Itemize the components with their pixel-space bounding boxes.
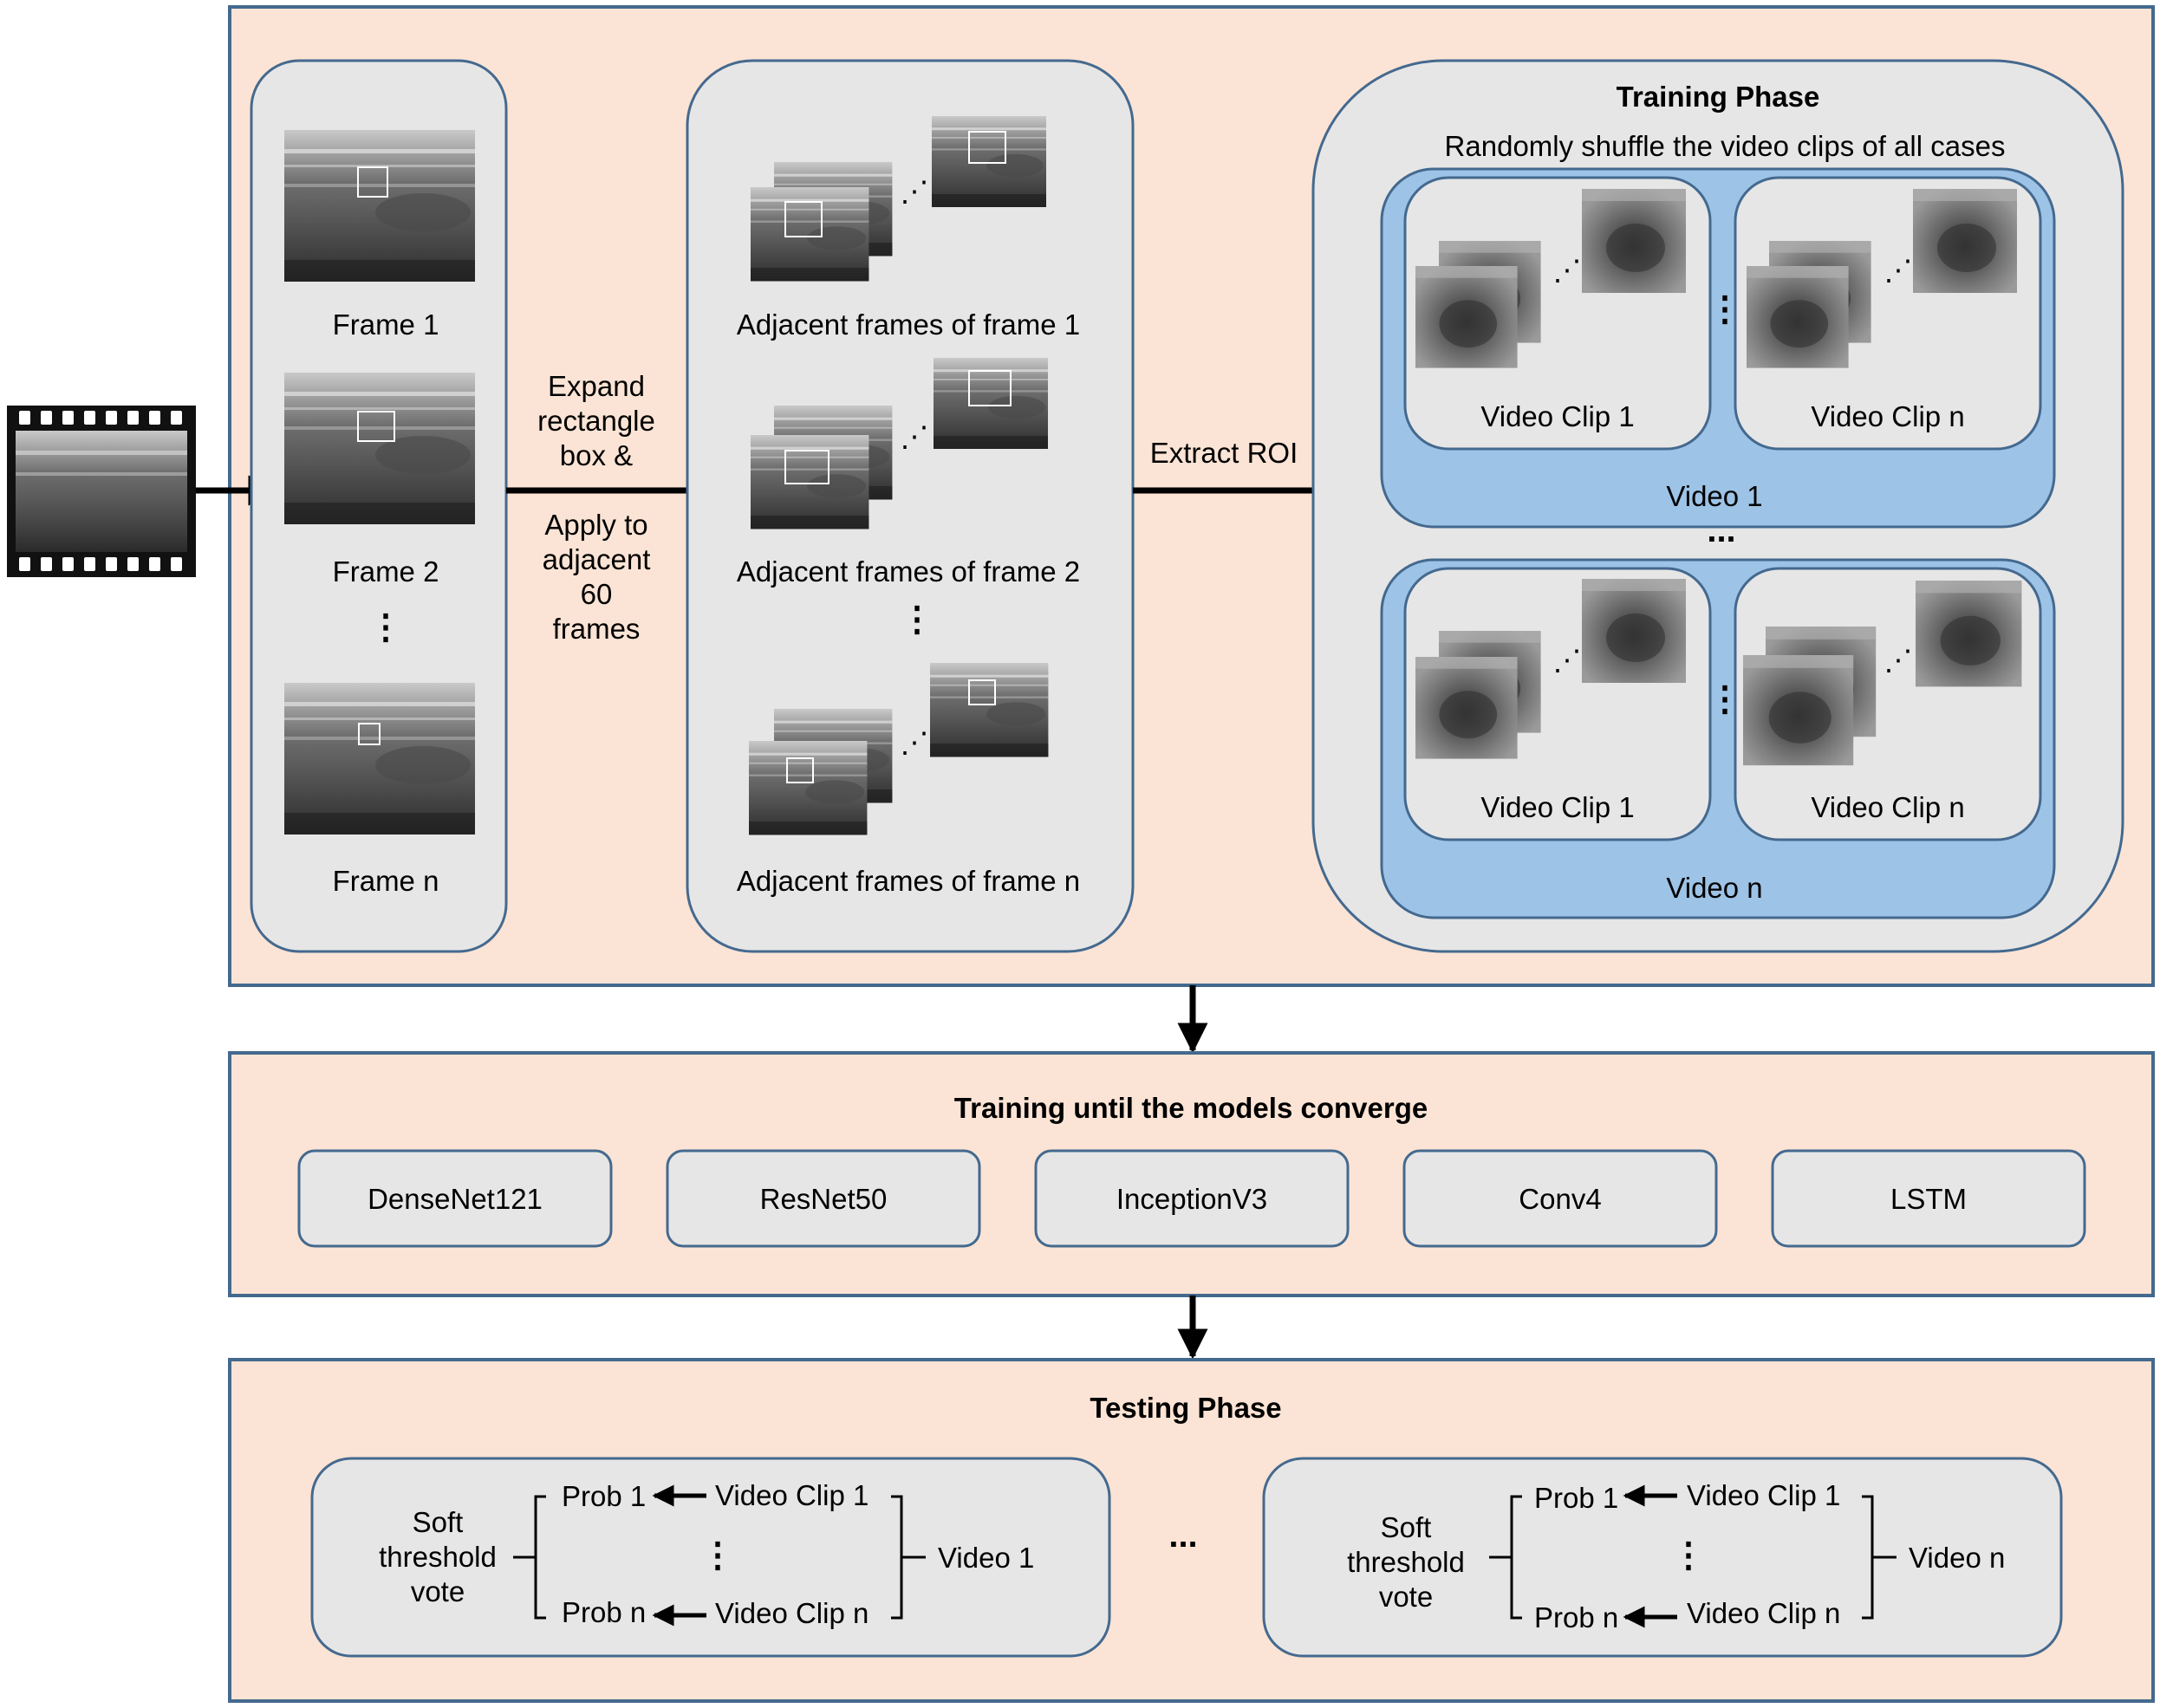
model-label: DenseNet121 (368, 1183, 543, 1215)
clip-1-label-n: Video Clip 1 (1687, 1479, 1840, 1511)
clip-n-label-1: Video Clip n (715, 1597, 869, 1629)
apply-label-line3: 60 (581, 578, 613, 610)
film-hole (171, 411, 182, 425)
video-n-label: Video n (1666, 872, 1762, 904)
prob-n-label-n: Prob n (1534, 1601, 1618, 1633)
frame-n-label: Frame n (333, 865, 439, 897)
video-n-clip-n-label: Video Clip n (1811, 791, 1964, 823)
adjacent-group-n-images: ⋰ (749, 663, 1049, 835)
film-hole (171, 557, 182, 571)
clip-n-label-n: Video Clip n (1687, 1597, 1840, 1629)
video-label-test-n: Video n (1909, 1542, 2005, 1574)
frame-1-image (284, 130, 475, 282)
model-box (1771, 1149, 2086, 1248)
vote-label-n-line1: Soft (1381, 1511, 1432, 1543)
film-hole (62, 557, 74, 571)
clip-ellipsis-n: ⋮ (1671, 1536, 1706, 1575)
apply-label-line4: frames (553, 613, 641, 645)
adjacent-group-2-label: Adjacent frames of frame 2 (737, 555, 1080, 588)
frame-2-image (284, 373, 475, 524)
video-label-test-1: Video 1 (938, 1542, 1034, 1574)
clip-1-label-1: Video Clip 1 (715, 1479, 869, 1511)
frame-1-label: Frame 1 (333, 308, 439, 341)
model-label: Conv4 (1519, 1183, 1601, 1215)
model-label: InceptionV3 (1116, 1183, 1267, 1215)
film-hole (127, 557, 139, 571)
svg-text:⋰: ⋰ (901, 726, 929, 758)
video-1-clip-n-label: Video Clip n (1811, 400, 1964, 432)
svg-text:⋰: ⋰ (1884, 644, 1913, 676)
video-n-clip-1-label: Video Clip 1 (1480, 791, 1634, 823)
vote-label-1-line3: vote (411, 1575, 465, 1607)
video-n-clip-n-images: ⋰ (1743, 581, 2022, 766)
film-hole (41, 557, 52, 571)
film-hole (149, 411, 160, 425)
frame-n-image (284, 683, 475, 835)
svg-text:⋰: ⋰ (1884, 254, 1913, 286)
training-models-title: Training until the models converge (954, 1092, 1428, 1124)
videos-ellipsis: ... (1707, 511, 1735, 549)
testing-group-n: Soft threshold vote Prob 1 Prob n Video … (1262, 1457, 2063, 1658)
testing-group-1: Soft threshold vote Prob 1 Prob n Video … (310, 1457, 1111, 1658)
video-1-clip-1-label: Video Clip 1 (1480, 400, 1634, 432)
model-box (666, 1149, 981, 1248)
testing-phase-title: Testing Phase (1090, 1392, 1281, 1424)
prob-n-label-1: Prob n (562, 1596, 646, 1628)
vote-label-1-line2: threshold (379, 1541, 497, 1573)
expand-label-line3: box & (560, 439, 633, 471)
film-hole (19, 557, 30, 571)
prob-1-label-1: Prob 1 (562, 1480, 646, 1512)
frame-2-label: Frame 2 (333, 555, 439, 588)
extract-roi-label: Extract ROI (1150, 437, 1298, 469)
expand-label-line2: rectangle (537, 405, 655, 437)
film-hole (127, 411, 139, 425)
video-1-clip-1-images: ⋰ (1415, 189, 1686, 368)
video-1-label: Video 1 (1666, 480, 1762, 512)
film-hole (106, 557, 117, 571)
clip-ellipsis-1: ⋮ (700, 1536, 735, 1575)
svg-text:⋰: ⋰ (901, 420, 929, 452)
svg-text:⋰: ⋰ (901, 175, 929, 207)
testing-groups-ellipsis: ... (1168, 1516, 1197, 1555)
vote-label-n-line3: vote (1379, 1581, 1433, 1613)
training-phase-subtitle: Randomly shuffle the video clips of all … (1445, 130, 2006, 162)
training-phase-title: Training Phase (1617, 81, 1820, 113)
vote-label-n-line2: threshold (1347, 1546, 1465, 1578)
prob-1-label-n: Prob 1 (1534, 1482, 1618, 1514)
adjacent-group-1-images: ⋰ (751, 116, 1046, 282)
model-box (297, 1149, 613, 1248)
video-1-clip-n-images: ⋰ (1747, 189, 2017, 368)
film-hole (106, 411, 117, 425)
adjacent-group-2-images: ⋰ (751, 358, 1048, 529)
film-strip-icon (7, 406, 196, 577)
film-hole (149, 557, 160, 571)
model-label: ResNet50 (760, 1183, 888, 1215)
svg-text:⋰: ⋰ (1553, 644, 1582, 676)
apply-label-line1: Apply to (544, 509, 647, 541)
film-hole (84, 411, 95, 425)
model-box (1402, 1149, 1718, 1248)
apply-label-line2: adjacent (543, 543, 651, 575)
video-n-clip-1-images: ⋰ (1415, 579, 1686, 759)
film-hole (19, 411, 30, 425)
film-hole (62, 411, 74, 425)
adjacent-group-n-label: Adjacent frames of frame n (737, 865, 1080, 897)
model-label: LSTM (1890, 1183, 1967, 1215)
adjacent-ellipsis: ⋮ (900, 601, 934, 639)
film-hole (41, 411, 52, 425)
expand-label-line1: Expand (548, 370, 645, 402)
vote-label-1-line1: Soft (413, 1506, 464, 1538)
adjacent-group-1-label: Adjacent frames of frame 1 (737, 308, 1080, 341)
film-hole (84, 557, 95, 571)
svg-text:⋰: ⋰ (1553, 254, 1582, 286)
frames-ellipsis: ⋮ (368, 608, 403, 646)
model-box (1034, 1149, 1350, 1248)
